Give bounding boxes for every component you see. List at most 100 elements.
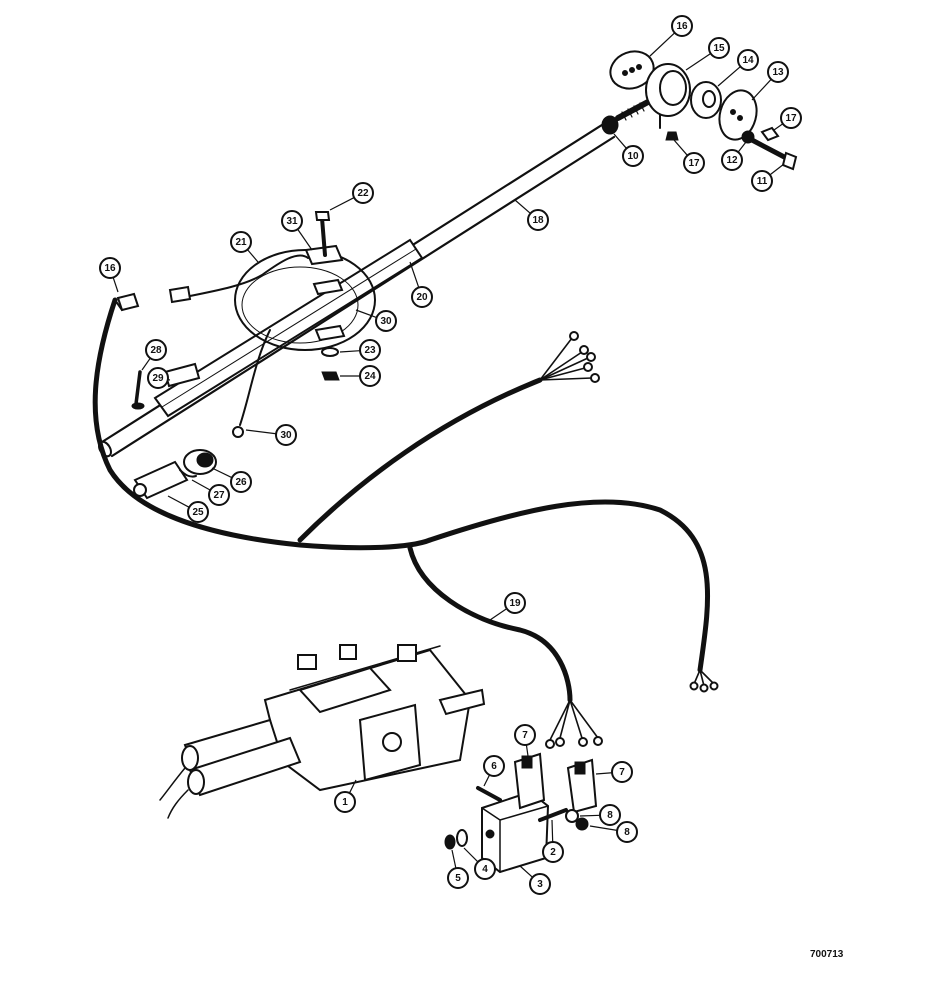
callout-leader	[211, 467, 233, 479]
callout-number: 17	[688, 158, 700, 169]
callout-bubble	[99, 257, 121, 279]
callout-leader	[355, 309, 377, 319]
callout-washer: 12	[721, 141, 747, 171]
hub-parts	[609, 50, 798, 171]
callout-bubble	[767, 61, 789, 83]
terminal-lead	[539, 367, 586, 381]
bracket-bolt	[134, 370, 142, 406]
thread-marks	[621, 102, 645, 121]
neutral-switch-assembly	[168, 211, 376, 438]
callout-number: 11	[757, 176, 768, 187]
callout-number: 22	[357, 188, 369, 199]
callout-screw: 2	[542, 819, 564, 863]
callout-number: 14	[742, 55, 754, 66]
callout-leader	[463, 847, 479, 863]
callout-bubble	[145, 339, 167, 361]
terminal-lead	[549, 699, 599, 741]
callout-bubble	[230, 231, 252, 253]
callout-switch-bracket: 7	[514, 724, 536, 757]
callout-number: 24	[364, 371, 376, 382]
terminal	[578, 737, 588, 747]
callout-wire: 30	[355, 309, 397, 332]
callout-leader	[589, 825, 618, 831]
callout-leader	[649, 32, 676, 57]
callout-cap: 16	[649, 15, 693, 57]
callout-leader	[673, 139, 688, 156]
callout-bubble	[622, 145, 644, 167]
harness-branch-upper	[297, 377, 543, 543]
callout-bubble	[671, 15, 693, 37]
callout-number: 29	[152, 373, 164, 384]
callout-number: 26	[235, 477, 247, 488]
callout-bolt: 11	[751, 163, 785, 192]
cap-hole	[636, 64, 642, 70]
callout-leader	[613, 133, 627, 149]
callout-number: 30	[280, 430, 292, 441]
callout-bubble	[447, 867, 469, 889]
wire-terminal	[232, 426, 244, 438]
callout-number: 12	[726, 155, 738, 166]
detent-block-assembly	[444, 752, 598, 874]
callout-bubble	[187, 501, 209, 523]
callout-leader	[514, 199, 531, 214]
callout-leader	[751, 78, 772, 101]
terminal-lead	[539, 351, 583, 381]
callout-nut: 17	[773, 107, 802, 131]
callout-number: 8	[607, 810, 613, 821]
callout-bubble	[780, 107, 802, 129]
valve-port	[397, 644, 417, 662]
hub-nut	[760, 126, 780, 142]
washer	[565, 809, 579, 823]
callout-number: 31	[286, 216, 298, 227]
terminal	[583, 362, 593, 372]
plate-hole	[730, 109, 736, 115]
callout-bubble	[483, 755, 505, 777]
bushing-bore	[702, 90, 716, 108]
bracket-slot	[574, 761, 586, 775]
terminal	[545, 739, 555, 749]
callout-bubble	[504, 592, 526, 614]
callout-bubble	[352, 182, 374, 204]
callout-clip: 27	[191, 479, 230, 506]
callout-bubble	[411, 286, 433, 308]
callout-clamp: 31	[281, 210, 313, 251]
tube-edge-lower	[110, 135, 616, 458]
callout-number: 16	[104, 263, 116, 274]
callout-bubble	[359, 339, 381, 361]
terminal	[689, 681, 699, 691]
terminal	[593, 736, 603, 746]
callout-leader	[519, 865, 533, 878]
clamp-bolt-head	[314, 211, 331, 221]
screw	[476, 786, 502, 802]
clamp-lower	[314, 324, 346, 342]
callout-number: 28	[150, 345, 162, 356]
callout-bubble	[529, 873, 551, 895]
nut	[575, 817, 589, 831]
callout-tube: 18	[514, 199, 549, 231]
callout-collar: 15	[685, 37, 730, 71]
callout-nut: 8	[589, 821, 638, 843]
callout-switch: 21	[230, 231, 259, 263]
callout-leader	[141, 357, 151, 371]
callout-leader	[551, 819, 554, 843]
callout-leader	[489, 608, 508, 621]
callout-leader	[769, 163, 785, 176]
terminal-lead	[539, 337, 573, 381]
callout-leader	[339, 350, 361, 353]
callout-leader	[579, 814, 601, 817]
callout-number: 17	[785, 113, 797, 124]
callout-number: 1	[342, 797, 348, 808]
callout-leader	[167, 495, 190, 508]
callout-switch: 25	[167, 495, 209, 523]
callout-bubble	[611, 761, 633, 783]
callout-number: 18	[532, 215, 544, 226]
terminal	[579, 345, 589, 355]
callout-leader	[525, 744, 529, 757]
callout-sleeve: 20	[409, 261, 433, 308]
callout-bubble	[683, 152, 705, 174]
callout-washer: 23	[339, 339, 381, 361]
terminal-lead	[539, 377, 593, 381]
spool-end	[187, 769, 205, 795]
callout-leader	[247, 249, 259, 263]
